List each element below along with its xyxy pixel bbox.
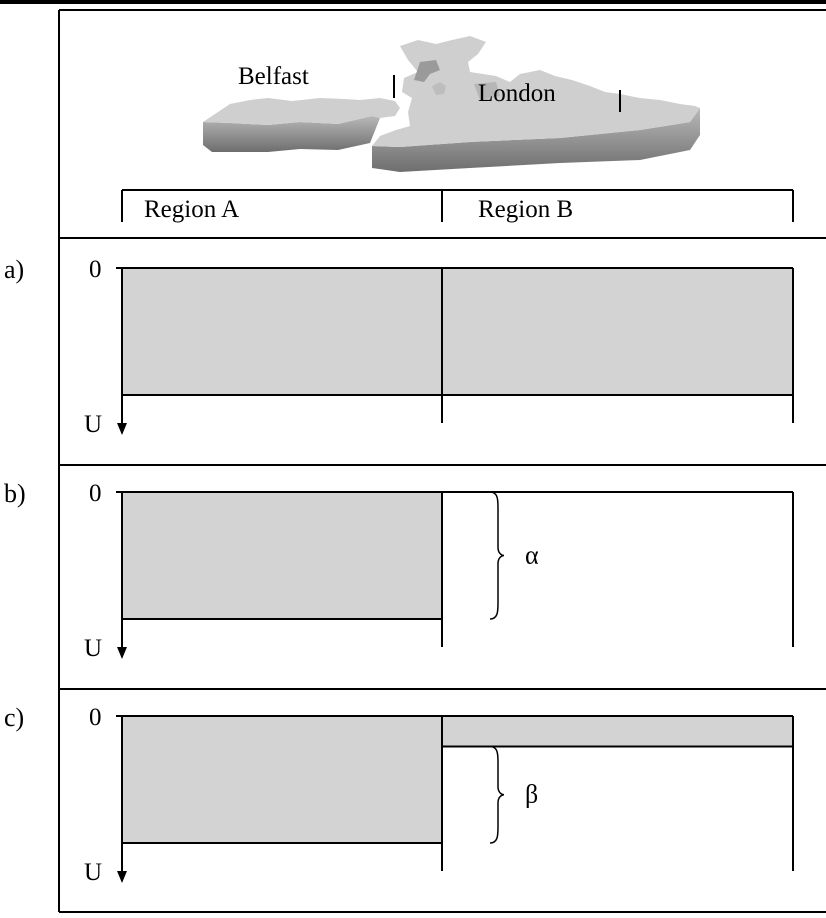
arrow-head [117,871,127,883]
curly-brace-icon [489,491,505,620]
city-label-london: London [478,80,556,107]
down-arrow-icon [117,647,127,659]
top-rule [0,0,826,4]
zero-label: 0 [89,480,102,507]
annotation-alpha: α [525,541,539,570]
region-bracket: Region A Region B [121,189,794,223]
panel-label: c) [4,703,24,732]
region-b-label: Region B [478,196,573,223]
region-b-bar [442,716,793,747]
britain-map-top [372,36,700,147]
panel-b: b) 0 U α [4,479,794,662]
down-arrow-icon [117,423,127,435]
city-label-belfast: Belfast [238,63,309,90]
axis-label-u: U [84,411,102,438]
island-map [432,82,446,95]
uk-map: Belfast London [203,36,700,172]
region-a-label: Region A [144,196,239,223]
panel-frame [116,267,794,433]
ireland-map-side [203,116,380,152]
zero-label: 0 [89,256,102,283]
panel-c: c) 0 U β [4,703,794,886]
axis-label-u: U [84,859,102,886]
down-arrow-icon [117,871,127,883]
panel-frame [116,715,794,881]
region-a-bar [122,716,442,843]
britain-map-side [372,108,700,172]
curly-brace-icon [489,745,505,844]
map-inlet-shade [474,82,500,100]
annotation-beta: β [525,780,538,809]
region-b-bar [442,268,793,395]
axis-label-u: U [84,635,102,662]
arrow-head [117,423,127,435]
zero-label: 0 [89,704,102,731]
arrow-head [117,647,127,659]
panel-label: a) [4,255,24,284]
panel-frame [116,491,794,657]
panel-label: b) [4,479,26,508]
ireland-map-top [203,98,400,125]
region-a-bar [122,268,442,395]
panel-a: a) 0 U [4,255,794,438]
region-a-bar [122,492,442,619]
map-coast-shade [414,60,440,82]
